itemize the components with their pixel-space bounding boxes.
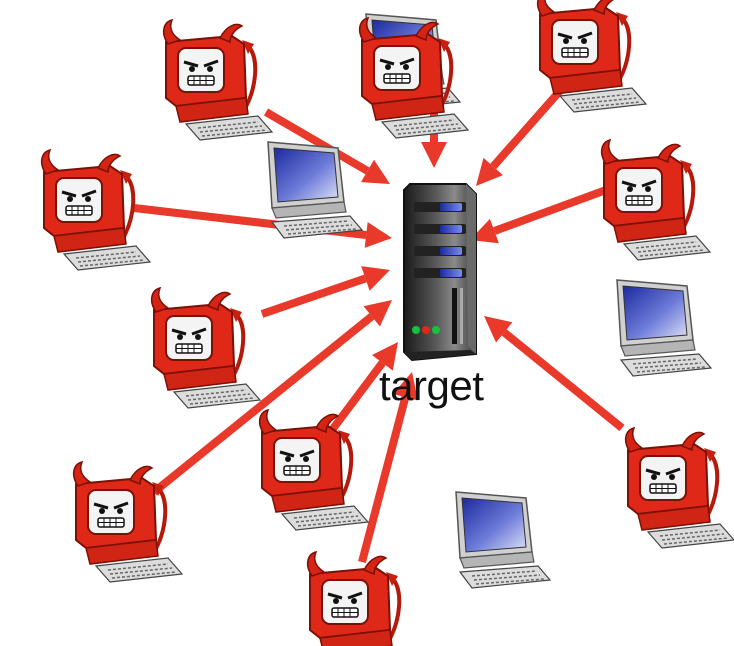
- devil-computer-icon: [602, 140, 710, 260]
- server-icon: [404, 184, 476, 360]
- benign-computer-icon: [617, 280, 711, 376]
- attack-arrow-head: [365, 222, 392, 248]
- attack-arrow-head: [361, 266, 390, 291]
- attack-arrow-shaft: [493, 84, 566, 167]
- attack-arrow-head: [421, 142, 447, 168]
- devil-computer-icon: [164, 20, 272, 140]
- attack-arrow-shaft: [504, 332, 622, 428]
- devil-computer-icon: [626, 428, 734, 548]
- attack-arrow-shaft: [332, 363, 382, 430]
- devil-computer-icon: [152, 288, 260, 408]
- devil-computer-icon: [42, 150, 150, 270]
- attack-arrow-shaft: [494, 190, 606, 231]
- target-label: target: [379, 362, 483, 410]
- attack-arrow-shaft: [362, 397, 405, 562]
- devil-computer-icon: [308, 552, 416, 646]
- attack-arrow-shaft: [262, 278, 365, 314]
- devil-computer-icon: [260, 410, 368, 530]
- benign-computer-icon: [456, 492, 550, 588]
